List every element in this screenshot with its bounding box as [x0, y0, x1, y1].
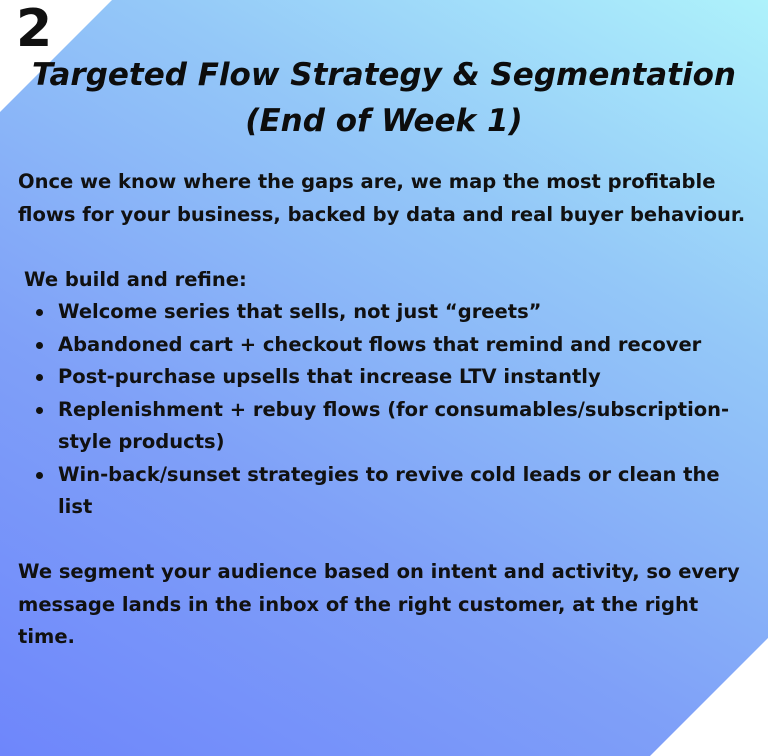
- intro-paragraph: Once we know where the gaps are, we map …: [18, 170, 746, 226]
- bullet-dot-icon: [36, 374, 43, 381]
- list-item-text: Replenishment + rebuy flows (for consuma…: [58, 397, 730, 454]
- list-item-text: Abandoned cart + checkout flows that rem…: [58, 332, 702, 356]
- bottom-right-corner-decoration: [650, 638, 768, 756]
- bullet-dot-icon: [36, 406, 43, 414]
- list-item: Win-back/sunset strategies to revive col…: [36, 459, 752, 524]
- build-heading: We build and refine:: [24, 267, 247, 291]
- list-item: Abandoned cart + checkout flows that rem…: [36, 329, 752, 362]
- list-item: Replenishment + rebuy flows (for consuma…: [36, 394, 752, 459]
- bullet-list: Welcome series that sells, not just “gre…: [18, 296, 752, 524]
- title-line-2: (End of Week 1): [245, 103, 523, 139]
- list-item-text: Welcome series that sells, not just “gre…: [58, 300, 542, 323]
- content-body: Once we know where the gaps are, we map …: [18, 166, 752, 654]
- closing-paragraph: We segment your audience based on intent…: [18, 560, 740, 648]
- bullet-dot-icon: [36, 341, 43, 349]
- page-title: Targeted Flow Strategy & Segmentation (E…: [18, 52, 750, 144]
- list-item-text: Post-purchase upsells that increase LTV …: [58, 365, 601, 388]
- bullet-dot-icon: [36, 471, 43, 479]
- step-number: 2: [16, 0, 52, 59]
- list-item: Post-purchase upsells that increase LTV …: [36, 361, 752, 394]
- list-item: Welcome series that sells, not just “gre…: [36, 296, 752, 329]
- bullet-dot-icon: [36, 309, 43, 316]
- list-item-text: Win-back/sunset strategies to revive col…: [58, 462, 720, 519]
- title-line-1: Targeted Flow Strategy & Segmentation: [32, 57, 736, 93]
